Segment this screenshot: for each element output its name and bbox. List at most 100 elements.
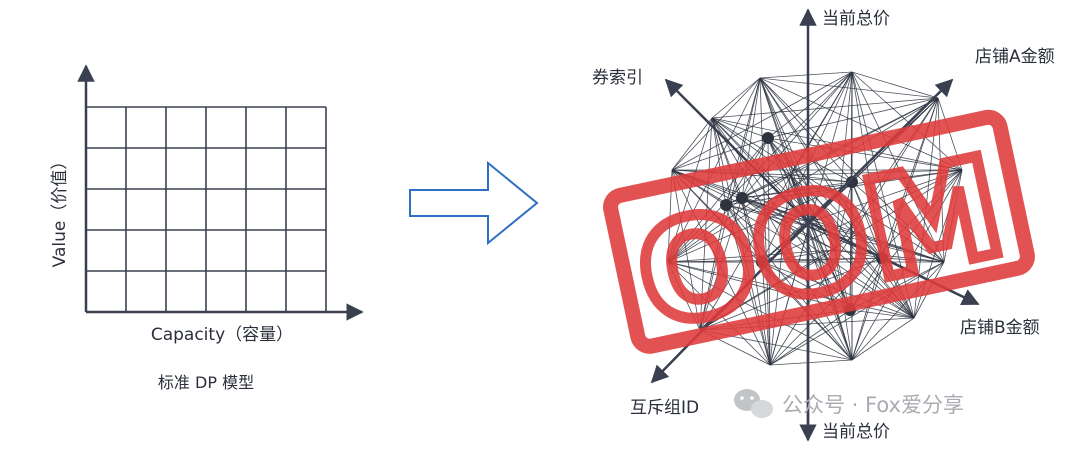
network-edge xyxy=(769,169,963,366)
network-edge xyxy=(741,77,761,199)
network-edge xyxy=(851,71,945,263)
axis-coupon-index xyxy=(664,78,809,223)
network-edge xyxy=(725,204,763,263)
network-edge xyxy=(699,249,836,331)
network-edge xyxy=(769,174,791,366)
network-edge xyxy=(741,197,771,366)
network-edge xyxy=(767,137,811,223)
network-edge xyxy=(711,117,727,206)
network-edge xyxy=(667,97,939,263)
watermark-text: 公众号 · Fox爱分享 xyxy=(782,393,964,417)
network-edge xyxy=(943,169,963,263)
network-edge xyxy=(761,249,836,263)
network-edge xyxy=(851,71,915,319)
oom-stamp-frame xyxy=(603,109,1035,354)
axis-label-current-total-bottom: 当前总价 xyxy=(822,422,890,442)
network-edge xyxy=(769,359,853,366)
network-edge xyxy=(881,257,945,263)
network-nodes xyxy=(720,132,888,316)
network-edge xyxy=(761,261,915,319)
network-edge xyxy=(789,174,811,223)
network-edge xyxy=(851,181,883,259)
network-edge xyxy=(761,261,771,366)
network-edge xyxy=(849,309,915,319)
network-edge xyxy=(851,317,915,361)
network-node xyxy=(846,176,858,188)
network-edge xyxy=(699,117,713,331)
dp-caption: 标准 DP 模型 xyxy=(158,373,254,392)
network-edge xyxy=(789,174,883,259)
network-node xyxy=(736,192,748,204)
network-edge xyxy=(667,261,851,311)
network-edge xyxy=(699,197,743,331)
network-edge xyxy=(759,77,883,259)
network-edge xyxy=(667,261,853,361)
axis-label-shop-a: 店铺A金额 xyxy=(975,47,1055,67)
network-edge xyxy=(759,77,963,171)
watermark: 公众号 · Fox爱分享 xyxy=(734,389,964,418)
network-edge xyxy=(851,169,963,361)
network-edge xyxy=(759,77,853,183)
network-edge xyxy=(671,71,853,171)
network-edge xyxy=(809,97,939,223)
network-edge xyxy=(851,97,939,361)
network-edge xyxy=(851,181,945,263)
network-edge xyxy=(809,221,853,361)
network-edge xyxy=(667,117,713,263)
network-edge xyxy=(759,77,915,319)
network-edge xyxy=(849,181,853,311)
network-edge xyxy=(769,309,851,366)
network-edge xyxy=(741,197,883,259)
network-edge xyxy=(671,137,769,171)
network-edge xyxy=(759,77,811,223)
network-edge xyxy=(671,169,771,366)
axis-mutex-group-id xyxy=(650,221,809,384)
network-edge xyxy=(725,77,761,206)
network-edge xyxy=(767,137,963,171)
network-edge xyxy=(851,71,963,171)
network-edge xyxy=(767,71,853,139)
network-edge xyxy=(851,71,939,99)
network-edge xyxy=(741,71,853,199)
network-edge xyxy=(937,97,963,171)
dp-x-axis-label: Capacity（容量） xyxy=(151,325,293,345)
network-edge xyxy=(769,221,811,366)
network-edge xyxy=(809,221,945,263)
network-edge xyxy=(789,174,853,183)
network-edge xyxy=(851,261,945,361)
dp-y-axis-label: Value（价值） xyxy=(50,153,70,268)
network-edge xyxy=(699,257,883,331)
network-edge xyxy=(671,117,713,171)
network-edge xyxy=(759,77,851,311)
network-node xyxy=(720,199,732,211)
network-edge xyxy=(851,257,883,361)
network-edge xyxy=(725,204,811,223)
network-edge xyxy=(667,181,853,263)
network-edge xyxy=(711,117,853,361)
network-edge xyxy=(789,174,836,251)
network-edge xyxy=(761,257,883,263)
axis-label-shop-b: 店铺B金额 xyxy=(960,318,1040,338)
axis-label-mutex-group: 互斥组ID xyxy=(630,398,699,418)
axis-label-current-total-top: 当前总价 xyxy=(822,9,890,29)
network-edge xyxy=(834,71,853,251)
network-edge xyxy=(699,204,727,331)
network-edge xyxy=(741,197,811,223)
network-edge xyxy=(711,77,761,119)
wechat-icon xyxy=(734,389,773,418)
network-edge xyxy=(667,261,701,331)
network-edge xyxy=(711,117,769,139)
network-edge xyxy=(767,97,939,139)
dp-grid-model: Value（价值） Capacity（容量） 标准 DP 模型 xyxy=(50,64,364,392)
network-edge xyxy=(667,174,791,263)
network-edge xyxy=(725,204,853,361)
network-edge xyxy=(809,169,963,223)
dp-grid xyxy=(85,106,327,313)
network-edge xyxy=(671,169,701,331)
network-edge xyxy=(769,261,945,366)
network-edge xyxy=(711,117,945,263)
network-edge xyxy=(789,169,963,176)
oom-stamp-text: OOM xyxy=(625,128,1016,359)
network-edge xyxy=(759,71,853,79)
